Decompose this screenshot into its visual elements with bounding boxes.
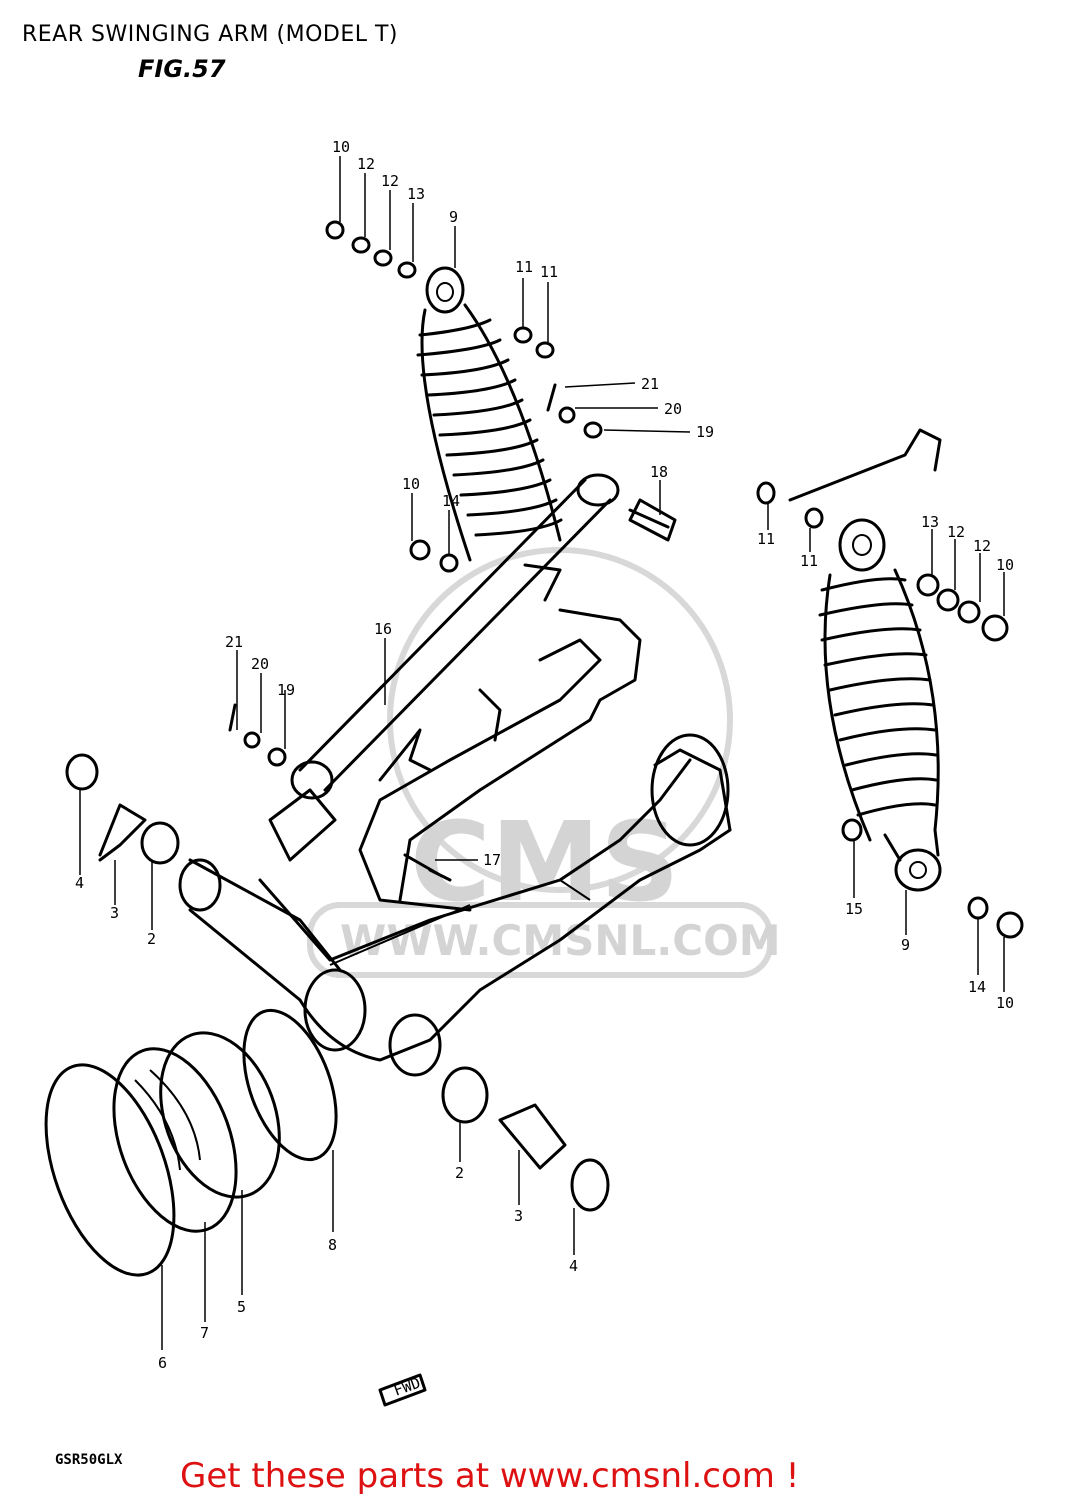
part-number-labels: 10 12 12 13 9 11 11 21 20 19 18 10 14 16… xyxy=(75,138,1014,1372)
figure-label: FIG.57 xyxy=(138,55,226,83)
part-number: 21 xyxy=(225,633,243,651)
part-number: 19 xyxy=(696,423,714,441)
part-number: 10 xyxy=(996,994,1014,1012)
part-number: 20 xyxy=(251,655,269,673)
part-number: 18 xyxy=(650,463,668,481)
part-number: 4 xyxy=(75,874,84,892)
right-shock-absorber xyxy=(818,518,942,892)
part-number: 14 xyxy=(968,978,986,996)
part-number: 9 xyxy=(449,208,458,226)
part-number: 9 xyxy=(901,936,910,954)
part-number: 12 xyxy=(357,155,375,173)
left-shock-absorber xyxy=(416,266,563,602)
callout-lines xyxy=(79,156,1005,1350)
part-number: 15 xyxy=(845,900,863,918)
part-number: 7 xyxy=(200,1324,209,1342)
part-number: 13 xyxy=(921,513,939,531)
part-number: 17 xyxy=(483,851,501,869)
part-number: 10 xyxy=(996,556,1014,574)
part-number: 3 xyxy=(514,1207,523,1225)
chain-case-bracket xyxy=(268,608,642,912)
torque-rod xyxy=(290,473,620,800)
part-number: 3 xyxy=(110,904,119,922)
part-number: 12 xyxy=(973,537,991,555)
hardware xyxy=(65,220,1024,1212)
part-number: 11 xyxy=(540,263,558,281)
part-number: 4 xyxy=(569,1257,578,1275)
fwd-arrow: FWD xyxy=(378,1373,427,1407)
part-number: 5 xyxy=(237,1298,246,1316)
swing-arm xyxy=(178,733,732,1077)
part-number: 14 xyxy=(442,492,460,510)
part-number: 8 xyxy=(328,1236,337,1254)
part-number: 10 xyxy=(402,475,420,493)
part-number: 6 xyxy=(158,1354,167,1372)
part-number: 13 xyxy=(407,185,425,203)
part-number: 12 xyxy=(947,523,965,541)
promo-link[interactable]: Get these parts at www.cmsnl.com ! xyxy=(180,1456,800,1496)
boot-and-seals xyxy=(44,1008,338,1277)
watermark: CMS WWW.CMSNL.COM xyxy=(307,547,781,978)
model-code: GSR50GLX xyxy=(55,1452,123,1468)
fwd-arrow-label: FWD xyxy=(391,1374,423,1400)
part-number: 11 xyxy=(757,530,775,548)
part-number: 12 xyxy=(381,172,399,190)
part-number: 2 xyxy=(147,930,156,948)
part-number: 21 xyxy=(641,375,659,393)
part-number: 10 xyxy=(332,138,350,156)
part-number: 20 xyxy=(664,400,682,418)
part-number: 11 xyxy=(800,552,818,570)
part-number: 16 xyxy=(374,620,392,638)
page-title: REAR SWINGING ARM (MODEL T) xyxy=(22,22,399,47)
part-number: 11 xyxy=(515,258,533,276)
part-number: 2 xyxy=(455,1164,464,1182)
part-number: 19 xyxy=(277,681,295,699)
